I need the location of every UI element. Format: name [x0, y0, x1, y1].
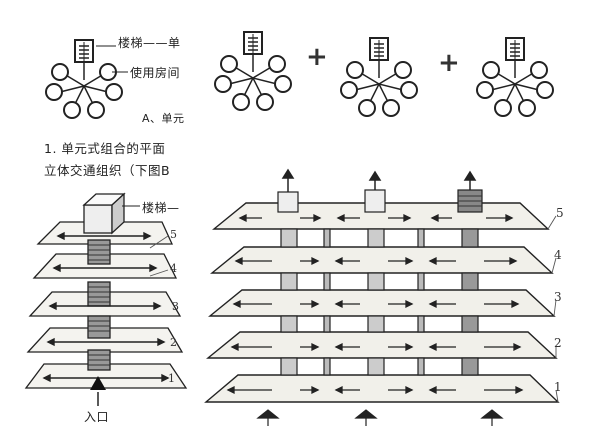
- left-floor-label-2: 2: [170, 336, 177, 349]
- entrance-arrow-1: [256, 409, 280, 419]
- right-floor-4: [210, 246, 554, 274]
- entrance-arrow-3: [480, 409, 504, 419]
- right-floor-label-1: 1: [554, 380, 562, 394]
- room-label: 使用房间: [130, 66, 181, 80]
- right-floor-2: [206, 331, 558, 359]
- entrance-label: 入口: [84, 410, 110, 424]
- stair-label-top: 楼梯——单: [118, 36, 181, 50]
- right-floor-label-3: 3: [554, 290, 562, 304]
- unit-a-icon: [45, 39, 128, 119]
- text-line-2: 立体交通组织（下图B: [44, 163, 171, 178]
- left-floor-label-1: 1: [168, 372, 175, 385]
- right-floor-label-4: 4: [554, 248, 562, 262]
- plus-sign-1: +: [306, 42, 328, 72]
- unit-a-caption: A、单元: [142, 112, 185, 125]
- right-floor-3: [208, 289, 556, 317]
- right-floor-1: [204, 374, 560, 403]
- unit-cluster-2: [340, 37, 418, 117]
- right-floor-label-5: 5: [556, 206, 564, 220]
- left-stair-label: 楼梯—: [142, 201, 180, 215]
- left-floor-label-4: 4: [170, 262, 177, 275]
- left-building: [24, 192, 188, 406]
- left-entrance-marker: [90, 376, 106, 390]
- entrance-arrow-2: [354, 409, 378, 419]
- left-floor-label-3: 3: [172, 300, 179, 313]
- right-building: [204, 168, 560, 426]
- left-floor-label-5: 5: [170, 228, 177, 241]
- text-line-1: 1. 单元式组合的平面: [44, 141, 166, 156]
- left-floor-4: [32, 253, 178, 279]
- plus-sign-2: +: [438, 48, 460, 78]
- unit-cluster-3: [476, 37, 554, 117]
- right-floor-label-2: 2: [554, 336, 562, 350]
- unit-cluster-1: [214, 31, 292, 111]
- left-floor-2: [26, 327, 184, 353]
- left-floor-1: [24, 363, 188, 389]
